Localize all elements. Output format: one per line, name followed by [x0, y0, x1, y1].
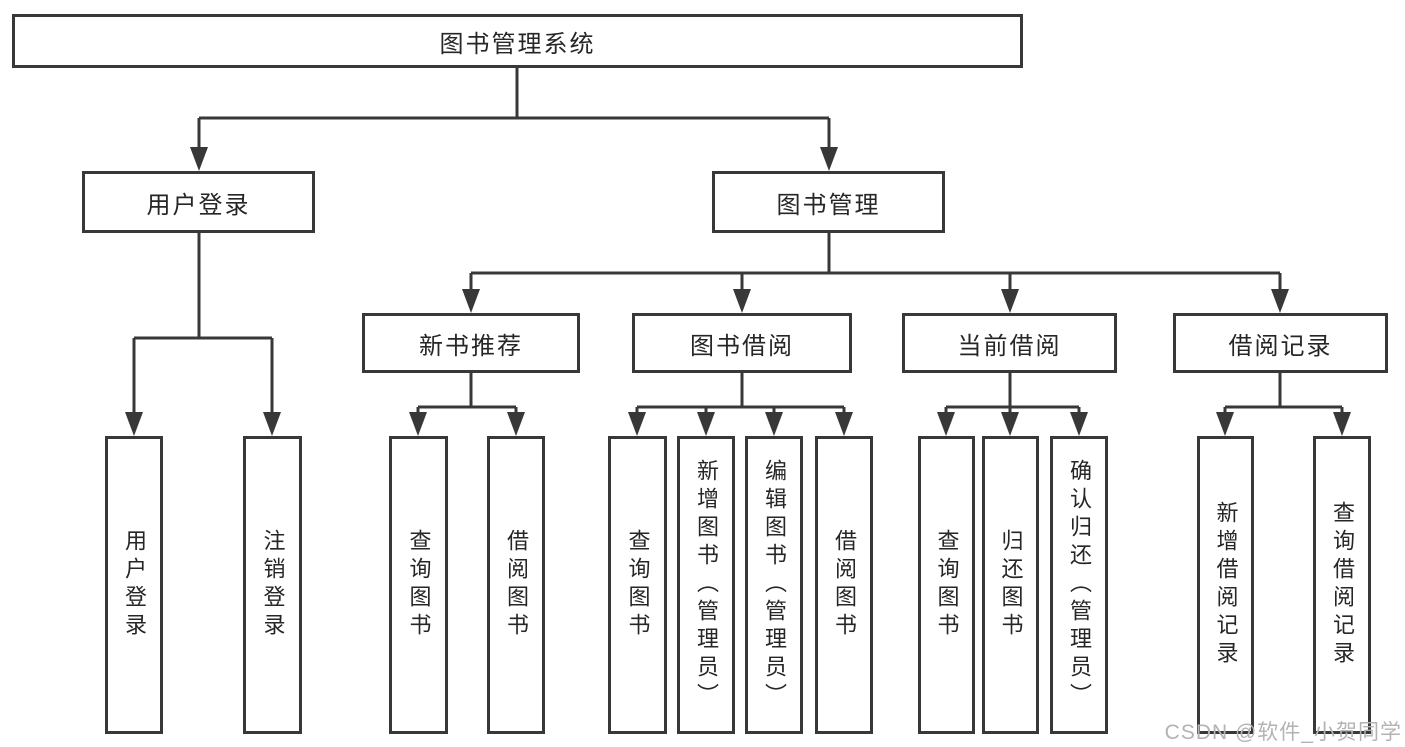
leaf-query-books-current: 查询图书 [918, 436, 975, 734]
leaf-logout: 注销登录 [243, 436, 302, 734]
leaf-return-books: 归还图书 [982, 436, 1039, 734]
leaf-borrow-books-recommend: 借阅图书 [487, 436, 545, 734]
leaf-borrow-books: 借阅图书 [815, 436, 873, 734]
node-current-borrow: 当前借阅 [902, 313, 1117, 373]
leaf-query-books-borrow: 查询图书 [608, 436, 667, 734]
csdn-watermark: CSDN @软件_小贺同学 [1164, 721, 1402, 744]
leaf-add-borrow-record: 新增借阅记录 [1197, 436, 1254, 734]
node-user-login: 用户登录 [82, 171, 315, 233]
leaf-query-books-recommend: 查询图书 [389, 436, 448, 734]
leaf-add-books-admin: 新增图书（管理员） [677, 436, 735, 734]
leaf-confirm-return-admin: 确认归还（管理员） [1050, 436, 1108, 734]
leaf-query-borrow-record: 查询借阅记录 [1313, 436, 1371, 734]
node-book-management: 图书管理 [712, 171, 945, 233]
node-new-book-recommend: 新书推荐 [362, 313, 580, 373]
node-root-system: 图书管理系统 [12, 14, 1023, 68]
arrowheads [125, 147, 1351, 436]
leaf-edit-books-admin: 编辑图书（管理员） [745, 436, 803, 734]
node-book-borrow: 图书借阅 [632, 313, 852, 373]
node-borrow-records: 借阅记录 [1173, 313, 1388, 373]
leaf-user-login: 用户登录 [105, 436, 163, 734]
